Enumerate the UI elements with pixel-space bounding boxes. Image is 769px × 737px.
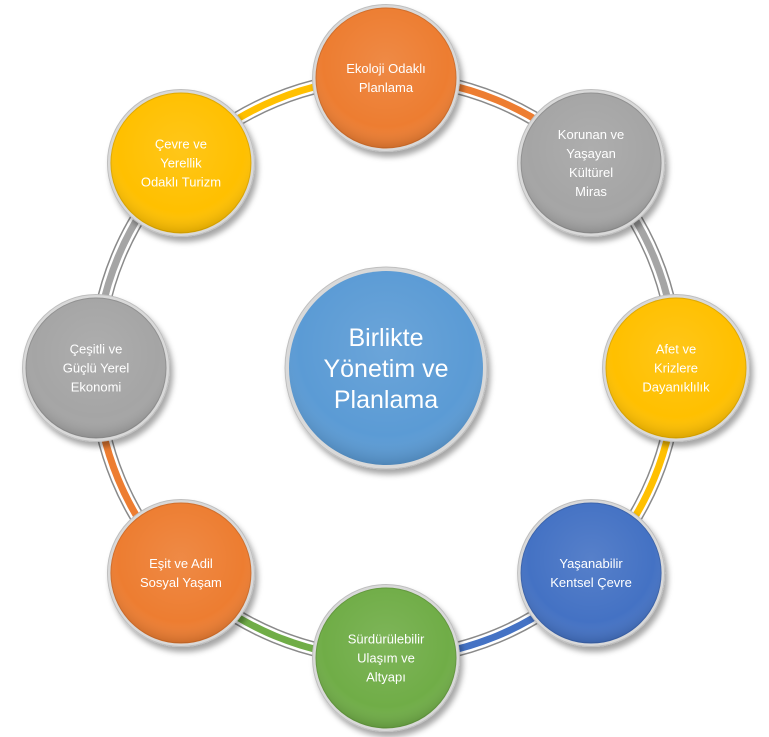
node-label-line: Sürdürülebilir xyxy=(348,632,425,647)
node-circle-shade xyxy=(521,92,662,233)
node-label-line: Korunan ve xyxy=(558,127,625,142)
node-label-line: Eşit ve Adil xyxy=(149,556,213,571)
node-label-line: Yaşayan xyxy=(566,146,616,161)
node-label-line: Yaşanabilir xyxy=(559,556,623,571)
node-label-line: Güçlü Yerel xyxy=(63,361,130,376)
node-label-line: Çevre ve xyxy=(155,136,207,151)
node-label-line: Afet ve xyxy=(656,342,696,357)
node-circle-shade xyxy=(606,298,746,438)
node-label-line: Ulaşım ve xyxy=(357,651,415,666)
node-circle-shade xyxy=(110,503,251,644)
node-label-line: Ekoloji Odaklı xyxy=(346,61,425,76)
node-label-line: Krizlere xyxy=(654,361,698,376)
node-label-line: Dayanıklılık xyxy=(642,380,710,395)
node-circle-shade xyxy=(316,588,456,728)
node-circle-shade xyxy=(26,298,166,438)
node-label-line: Sosyal Yaşam xyxy=(140,575,222,590)
node-label-line: Kültürel xyxy=(569,165,613,180)
center-circle-shade xyxy=(289,271,483,465)
node-label-line: Ekonomi xyxy=(71,380,122,395)
center-title-line: Planlama xyxy=(334,386,438,414)
node-label-line: Altyapı xyxy=(366,670,406,685)
node-circle-shade xyxy=(316,8,456,148)
center-title-line: Birlikte xyxy=(348,324,423,352)
node-circle-shade xyxy=(110,92,251,233)
node-circle-shade xyxy=(521,503,662,644)
node-label-line: Planlama xyxy=(359,80,414,95)
node-label-line: Kentsel Çevre xyxy=(550,575,632,590)
node-label-line: Yerellik xyxy=(160,155,202,170)
node-label-line: Odaklı Turizm xyxy=(141,174,221,189)
node-label-line: Çeşitli ve xyxy=(70,342,123,357)
node-label-line: Miras xyxy=(575,184,607,199)
center-title-line: Yönetim ve xyxy=(323,355,448,383)
